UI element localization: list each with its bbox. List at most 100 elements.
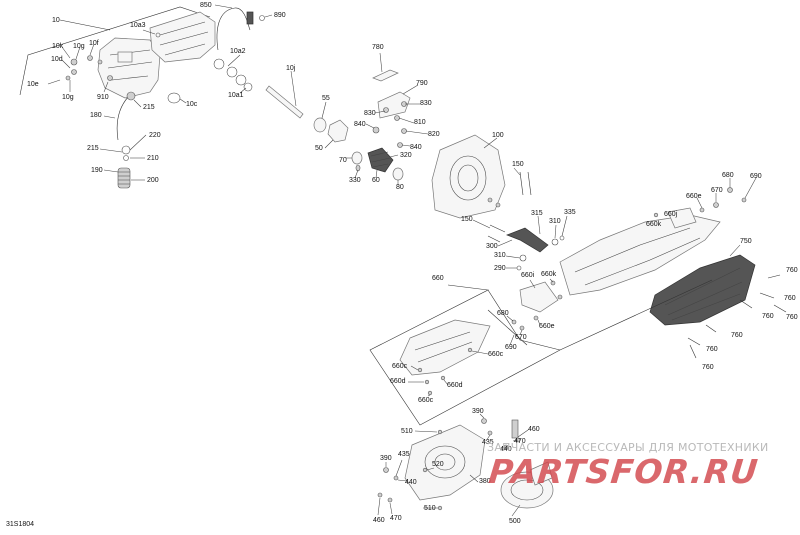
part-label-830_b[interactable]: 830 bbox=[364, 110, 376, 117]
part-label-840_a[interactable]: 840 bbox=[354, 121, 366, 128]
part-label-290[interactable]: 290 bbox=[494, 265, 506, 272]
part-label-10[interactable]: 10 bbox=[52, 17, 60, 24]
part-label-680_b[interactable]: 680 bbox=[497, 310, 509, 317]
part-label-390_a[interactable]: 390 bbox=[472, 408, 484, 415]
part-label-460_a[interactable]: 460 bbox=[528, 426, 540, 433]
part-label-830_a[interactable]: 830 bbox=[420, 100, 432, 107]
part-label-810[interactable]: 810 bbox=[414, 119, 426, 126]
part-label-760_f[interactable]: 760 bbox=[706, 346, 718, 353]
part-label-440_b[interactable]: 440 bbox=[405, 479, 417, 486]
part-label-660e_a[interactable]: 660e bbox=[686, 193, 702, 200]
part-label-180[interactable]: 180 bbox=[90, 112, 102, 119]
part-label-660d_a[interactable]: 660d bbox=[390, 378, 406, 385]
part-label-660k_a[interactable]: 660k bbox=[646, 221, 662, 228]
part-label-10a2[interactable]: 10a2 bbox=[230, 48, 246, 55]
part-label-55[interactable]: 55 bbox=[322, 95, 330, 102]
part-label-190[interactable]: 190 bbox=[91, 167, 103, 174]
part-label-660k_b[interactable]: 660k bbox=[541, 271, 557, 278]
part-label-390_b[interactable]: 390 bbox=[380, 455, 392, 462]
part-label-680_a[interactable]: 680 bbox=[722, 172, 734, 179]
breather-hose[interactable] bbox=[216, 7, 265, 51]
part-label-840_b[interactable]: 840 bbox=[410, 144, 422, 151]
part-label-460_b[interactable]: 460 bbox=[373, 517, 385, 524]
part-label-690_b[interactable]: 690 bbox=[505, 344, 517, 351]
part-label-100[interactable]: 100 bbox=[492, 132, 504, 139]
part-label-440_a[interactable]: 440 bbox=[500, 446, 512, 453]
part-label-760_a[interactable]: 760 bbox=[786, 267, 798, 274]
part-label-780[interactable]: 780 bbox=[372, 44, 384, 51]
part-label-335[interactable]: 335 bbox=[564, 209, 576, 216]
part-label-760_e[interactable]: 760 bbox=[731, 332, 743, 339]
part-label-10a3[interactable]: 10a3 bbox=[130, 22, 146, 29]
part-label-10c[interactable]: 10c bbox=[186, 101, 198, 108]
part-label-215_a[interactable]: 215 bbox=[143, 104, 155, 111]
part-label-660e_b[interactable]: 660e bbox=[539, 323, 555, 330]
driveshaft[interactable] bbox=[265, 85, 304, 119]
part-label-70[interactable]: 70 bbox=[339, 157, 347, 164]
part-label-10k[interactable]: 10k bbox=[52, 43, 64, 50]
part-label-330[interactable]: 330 bbox=[349, 177, 361, 184]
part-label-10g_a[interactable]: 10g bbox=[73, 43, 85, 50]
part-label-690_a[interactable]: 690 bbox=[750, 173, 762, 180]
part-label-910[interactable]: 910 bbox=[97, 94, 109, 101]
part-label-660i[interactable]: 660i bbox=[521, 272, 535, 279]
part-label-470_b[interactable]: 470 bbox=[390, 515, 402, 522]
exhaust-heat-shield-upper[interactable] bbox=[559, 214, 721, 296]
part-label-790[interactable]: 790 bbox=[416, 80, 428, 87]
part-label-60[interactable]: 60 bbox=[372, 177, 380, 184]
part-label-215_b[interactable]: 215 bbox=[87, 145, 99, 152]
exhaust-heat-shield-lower[interactable] bbox=[399, 319, 491, 376]
part-label-850[interactable]: 850 bbox=[200, 2, 212, 9]
part-label-10a1[interactable]: 10a1 bbox=[228, 92, 244, 99]
part-label-310_b[interactable]: 310 bbox=[494, 252, 506, 259]
part-label-200[interactable]: 200 bbox=[147, 177, 159, 184]
mount-bracket[interactable] bbox=[372, 69, 411, 148]
part-label-310_a[interactable]: 310 bbox=[549, 218, 561, 225]
part-label-50[interactable]: 50 bbox=[315, 145, 323, 152]
part-label-300[interactable]: 300 bbox=[486, 243, 498, 250]
part-label-380[interactable]: 380 bbox=[479, 478, 491, 485]
part-label-760_b[interactable]: 760 bbox=[784, 295, 796, 302]
part-label-890[interactable]: 890 bbox=[274, 12, 286, 19]
part-label-660c_b[interactable]: 660c bbox=[392, 363, 408, 370]
muffler[interactable] bbox=[649, 254, 756, 326]
part-label-760_c[interactable]: 760 bbox=[762, 313, 774, 320]
cylinder-head[interactable] bbox=[149, 11, 216, 63]
part-label-10f[interactable]: 10f bbox=[89, 40, 99, 47]
part-label-220[interactable]: 220 bbox=[149, 132, 161, 139]
part-label-435_b[interactable]: 435 bbox=[398, 451, 410, 458]
part-label-520[interactable]: 520 bbox=[432, 461, 444, 468]
part-label-660[interactable]: 660 bbox=[432, 275, 444, 282]
part-label-660j[interactable]: 660j bbox=[664, 211, 678, 218]
part-label-750[interactable]: 750 bbox=[740, 238, 752, 245]
part-label-510_a[interactable]: 510 bbox=[401, 428, 413, 435]
exhaust-flange[interactable] bbox=[404, 424, 486, 501]
part-label-435_a[interactable]: 435 bbox=[482, 439, 494, 446]
part-label-500[interactable]: 500 bbox=[509, 518, 521, 525]
part-label-510_b[interactable]: 510 bbox=[424, 505, 436, 512]
part-label-660c_a[interactable]: 660c bbox=[488, 351, 504, 358]
part-label-210[interactable]: 210 bbox=[147, 155, 159, 162]
seal-assembly[interactable] bbox=[313, 117, 404, 181]
part-label-820[interactable]: 820 bbox=[428, 131, 440, 138]
part-label-760_d[interactable]: 760 bbox=[786, 314, 798, 321]
part-label-150_a[interactable]: 150 bbox=[512, 161, 524, 168]
part-label-10j[interactable]: 10j bbox=[286, 65, 296, 72]
gear-housing[interactable] bbox=[431, 134, 506, 219]
part-label-760_g[interactable]: 760 bbox=[702, 364, 714, 371]
part-label-10e[interactable]: 10e bbox=[27, 81, 39, 88]
engine-block[interactable] bbox=[97, 37, 161, 99]
exhaust-collar[interactable] bbox=[500, 419, 554, 509]
part-label-315[interactable]: 315 bbox=[531, 210, 543, 217]
part-label-470_a[interactable]: 470 bbox=[514, 438, 526, 445]
dipstick-tube[interactable] bbox=[116, 91, 136, 189]
part-label-320[interactable]: 320 bbox=[400, 152, 412, 159]
part-label-150_b[interactable]: 150 bbox=[461, 216, 473, 223]
part-label-670_a[interactable]: 670 bbox=[711, 187, 723, 194]
part-label-10g_b[interactable]: 10g bbox=[62, 94, 74, 101]
part-label-660d_b[interactable]: 660d bbox=[447, 382, 463, 389]
part-label-660c_c[interactable]: 660c bbox=[418, 397, 434, 404]
part-label-670_b[interactable]: 670 bbox=[515, 334, 527, 341]
part-label-10d[interactable]: 10d bbox=[51, 56, 63, 63]
part-label-80[interactable]: 80 bbox=[396, 184, 404, 191]
